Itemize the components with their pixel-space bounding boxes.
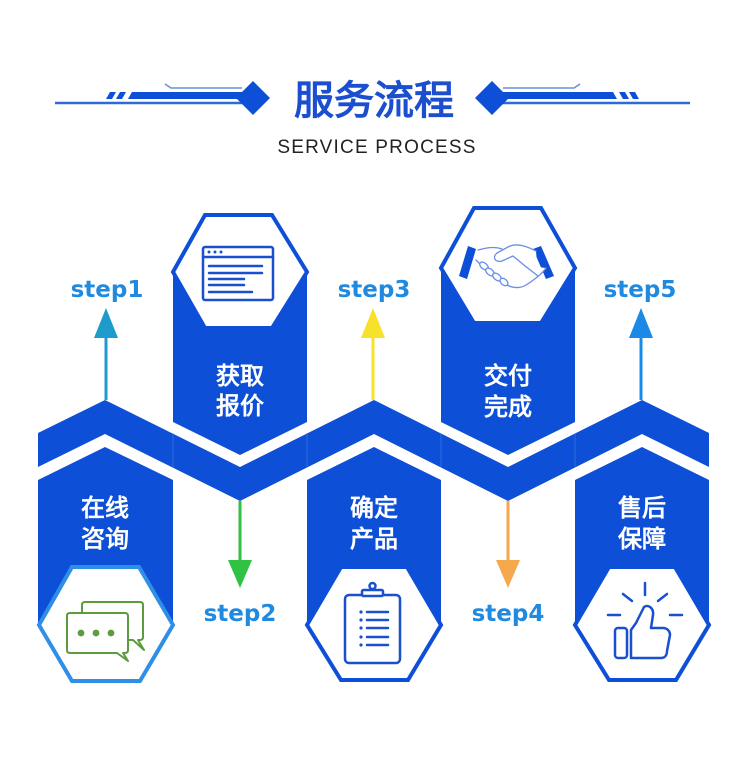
thumb-hand (629, 604, 672, 660)
step3-hexagon (304, 565, 444, 682)
arrow-down-icon (496, 560, 520, 588)
step5-title-line2: 保障 (617, 525, 666, 553)
header-decoration-right (475, 81, 690, 115)
step1-title-line1: 在线 (81, 494, 129, 522)
clipboard-bullets (359, 610, 363, 647)
browser-dot (219, 250, 223, 254)
diamond-icon (475, 81, 509, 115)
handshake-cuff-right (533, 246, 554, 279)
chat-dot (107, 629, 115, 637)
step2-title-line1: 获取 (216, 362, 264, 390)
clipboard-bullet (359, 635, 363, 639)
diamond-icon (236, 81, 270, 115)
clipboard-bullet (359, 610, 363, 614)
handshake-cuff-left (459, 246, 476, 279)
thumb-sleeve (613, 626, 629, 660)
zigzag-band (38, 400, 709, 501)
arrow-up-icon (629, 308, 653, 338)
step5-label: step5 (604, 277, 677, 303)
chat-dot (77, 629, 85, 637)
decor-slash (116, 92, 126, 99)
step1-title-line2: 咨询 (81, 525, 129, 553)
decor-slash (106, 92, 116, 99)
browser-frame (201, 245, 275, 302)
decor-slash (619, 92, 629, 99)
arrow-down-icon (228, 560, 252, 588)
clipboard-bullet (359, 626, 363, 630)
clipboard-ring (368, 581, 377, 591)
thumb-ray (621, 592, 634, 603)
step4-arrow (496, 501, 520, 588)
finger (499, 277, 509, 287)
page-title: 服务流程 (294, 78, 454, 124)
browser-window-icon (201, 245, 275, 302)
step5-hexagon (572, 565, 712, 682)
arrow-up-icon (361, 308, 385, 338)
clipboard-list-icon (343, 581, 402, 665)
decor-thick-bar (500, 92, 617, 99)
step3-title-line1: 确定 (350, 494, 398, 522)
browser-dot (213, 250, 217, 254)
chat-bubbles-icon (66, 601, 145, 662)
arrow-up-icon (94, 308, 118, 338)
step4-label: step4 (472, 601, 545, 627)
step1-arrow (94, 308, 118, 400)
step5-arrow (629, 308, 653, 400)
step3-title-line2: 产品 (350, 525, 398, 553)
step2-arrow (228, 501, 252, 588)
clipboard-bullet (359, 643, 363, 647)
step3-label: step3 (338, 277, 411, 303)
step4-title-line1: 交付 (484, 362, 532, 390)
chat-dot (92, 629, 100, 637)
step2-label: step2 (204, 601, 277, 627)
handshake-hands (475, 244, 547, 289)
browser-dots (207, 250, 223, 254)
clipboard-bullet (359, 618, 363, 622)
header-decoration-left (55, 81, 270, 115)
clipboard-clip (360, 588, 385, 598)
thumb-ray (656, 592, 669, 603)
upper-wrist (477, 246, 503, 251)
step4-title-line2: 完成 (484, 393, 532, 421)
decor-thick-bar (128, 92, 245, 99)
thumbs-up-icon (606, 581, 684, 660)
page-subtitle: SERVICE PROCESS (277, 137, 476, 158)
step2-title-line2: 报价 (216, 392, 265, 420)
browser-dot (207, 250, 211, 254)
step1-label: step1 (71, 277, 144, 303)
decor-slash (629, 92, 639, 99)
chat-bubble-front (66, 612, 129, 662)
upper-hand (493, 244, 539, 277)
decor-angled-line (164, 83, 242, 89)
column-seams (172, 433, 576, 467)
decor-angled-line (503, 83, 581, 89)
step3-arrow (361, 308, 385, 400)
step5-title-line1: 售后 (618, 494, 666, 522)
handshake-icon (459, 244, 554, 289)
